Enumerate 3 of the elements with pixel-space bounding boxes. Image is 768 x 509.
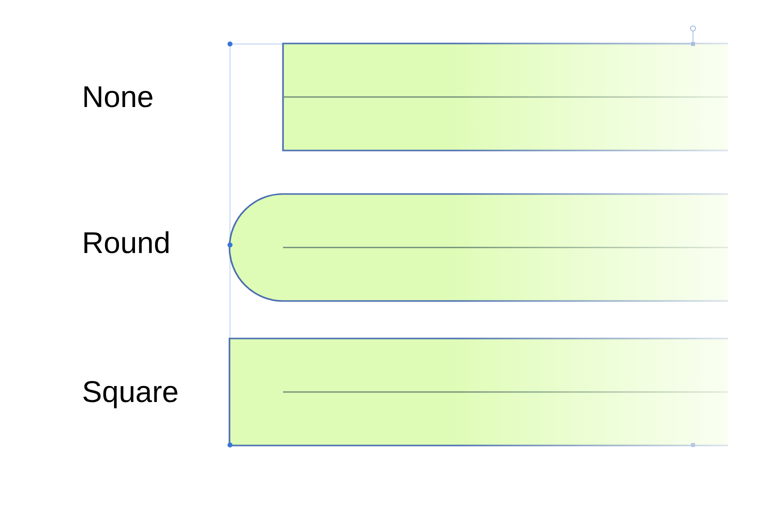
cap-style-label: Square bbox=[82, 375, 179, 411]
cap-style-label: Round bbox=[82, 226, 170, 262]
cap-style-label: None bbox=[82, 80, 154, 116]
